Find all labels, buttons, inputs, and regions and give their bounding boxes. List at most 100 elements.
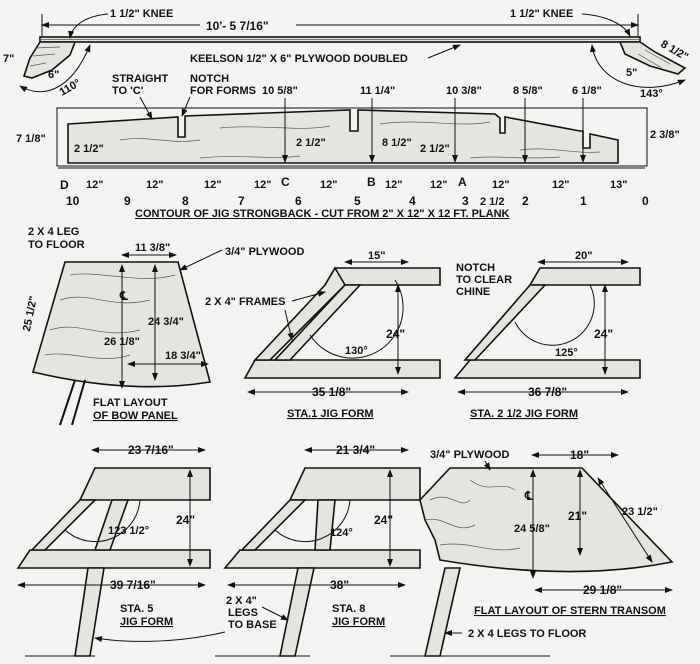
- notch-depth-3: 8 1/2": [382, 137, 412, 149]
- sta5-leg: [74, 567, 105, 657]
- sta8-leg: [279, 567, 315, 657]
- note-notch-2: FOR FORMS: [190, 85, 256, 97]
- spacing: 12": [552, 179, 569, 191]
- station: 5: [354, 194, 361, 208]
- station: 0: [642, 194, 649, 208]
- stern-side: 23 1/2": [622, 506, 658, 518]
- notch-depth-2: 2 1/2": [296, 137, 326, 149]
- station-numbers: 10 9 8 7 6 5 4 3 2 1/2 2 1 0: [66, 194, 649, 208]
- keelson-label: KEELSON 1/2" X 6" PLYWOOD DOUBLED: [190, 53, 408, 65]
- spacing: 12": [204, 179, 221, 191]
- spacing: 12": [385, 179, 402, 191]
- spacing: 12": [146, 179, 163, 191]
- legs-note-3: TO BASE: [228, 619, 277, 631]
- spacing: 12": [86, 179, 103, 191]
- sta2half-bottom: 36 7/8": [528, 385, 567, 399]
- bow-top: 11 3/8": [135, 242, 170, 254]
- stern-bottom: 29 1/8": [583, 583, 622, 597]
- bow-leg: [59, 379, 76, 426]
- right-knee-label: 1 1/2" KNEE: [510, 8, 573, 20]
- spacing: 12": [254, 179, 271, 191]
- note-notch: NOTCH: [190, 73, 229, 85]
- spacing: 12": [430, 179, 447, 191]
- sta5-height: 24": [176, 513, 195, 527]
- sta2half-title: STA. 2 1/2 JIG FORM: [470, 408, 578, 420]
- sta8-bottom-frame: [223, 549, 421, 569]
- sta2half-angle: 125°: [555, 347, 578, 359]
- plank-outline: [56, 107, 648, 167]
- bow-inner: 24 3/4": [148, 316, 184, 328]
- right-height: 2 3/8": [650, 129, 680, 141]
- sta5-title: STA. 5: [120, 603, 153, 615]
- sta8-height: 24": [374, 513, 393, 527]
- sta8-top: 21 3/4": [336, 443, 375, 457]
- spacing: 12": [492, 179, 509, 191]
- bow-title: FLAT LAYOUT: [93, 397, 168, 409]
- letters: D C B A: [60, 175, 467, 192]
- bow-material: 3/4" PLYWOOD: [225, 246, 304, 258]
- stern-top: 18": [570, 448, 589, 462]
- station: 8: [182, 194, 189, 208]
- height-1: 6 1/8": [572, 85, 602, 97]
- sta5-jig-form: 23 7/16" 123 1/2° 24" 39 7/16" STA. 5 JI…: [16, 443, 211, 657]
- station: 10: [66, 194, 80, 208]
- sta1-jig-form: 15" 2 X 4" FRAMES 130° 24" 35 1/8" STA.1…: [205, 250, 441, 420]
- keelson-section: 10'- 5 7/16" 1 1/2" KNEE 1 1/2" KNEE KEE…: [3, 8, 690, 100]
- station: 6: [295, 194, 302, 208]
- letter-d: D: [60, 178, 69, 192]
- left-height: 7 1/8": [16, 133, 46, 145]
- stern-legs-note: 2 X 4 LEGS TO FLOOR: [468, 628, 586, 640]
- sta2half-jig-form: 20" NOTCH TO CLEAR CHINE 125° 24" 36 7/8…: [453, 250, 641, 420]
- notch-depth-4: 2 1/2": [420, 143, 450, 155]
- leg-note: 2 X 4 LEG: [28, 226, 80, 238]
- stern-inner: 21": [568, 509, 587, 523]
- station: 2 1/2: [480, 196, 504, 208]
- station: 3: [462, 194, 469, 208]
- sta8-jig-form: 21 3/4" 124° 24" 38" STA. 8 JIG FORM 2 X…: [94, 443, 421, 657]
- letter-b: B: [367, 175, 376, 189]
- stern-title: FLAT LAYOUT OF STERN TRANSOM: [474, 605, 666, 617]
- sta5-bottom: 39 7/16": [110, 578, 156, 592]
- station: 4: [409, 194, 416, 208]
- bow-center: 26 1/8": [104, 336, 140, 348]
- stern-transom: 3/4" PLYWOOD 18" ℄ 24 5/8" 21" 23 1/2" 2…: [390, 448, 674, 657]
- sta8-bottom: 38": [330, 578, 349, 592]
- stern-centerline: ℄: [524, 489, 533, 503]
- station: 2: [522, 194, 529, 208]
- centerline: ℄: [119, 289, 128, 303]
- keelson-length: 10'- 5 7/16": [206, 19, 269, 33]
- height-c: 10 5/8": [262, 85, 298, 97]
- stern-material: 3/4" PLYWOOD: [430, 449, 509, 461]
- left-knee-height: 7": [3, 53, 14, 65]
- sta5-title-2: JIG FORM: [120, 616, 173, 628]
- notch-note-2: TO CLEAR: [456, 274, 512, 286]
- left-knee-label: 1 1/2" KNEE: [110, 8, 173, 20]
- station: 7: [238, 194, 245, 208]
- notch-depth-1: 2 1/2": [74, 143, 104, 155]
- height-b: 11 1/4": [360, 85, 395, 97]
- strongback-title: CONTOUR OF JIG STRONGBACK - CUT FROM 2" …: [135, 208, 510, 220]
- right-knee-angle: 143°: [640, 88, 663, 100]
- sta1-height: 24": [386, 327, 405, 341]
- sta8-title-2: JIG FORM: [332, 616, 385, 628]
- sta5-top: 23 7/16": [128, 443, 174, 457]
- sta8-angle: 124°: [330, 527, 353, 539]
- bow-title-2: OF BOW PANEL: [93, 410, 178, 422]
- bow-panel: TO FLOOR 3/4" PLYWOOD 11 3/8" 25 1/2" ℄ …: [21, 239, 304, 426]
- spacings: 12" 12" 12" 12" 12" 12" 12" 12" 12" 13": [86, 179, 627, 191]
- height-2: 8 5/8": [513, 85, 543, 97]
- sta5-angle: 123 1/2°: [108, 525, 149, 537]
- sta8-top-frame: [288, 467, 421, 501]
- stern-transom-shape: [419, 467, 674, 573]
- frames-note: 2 X 4" FRAMES: [205, 296, 285, 308]
- sta5-top-frame: [78, 467, 211, 501]
- sta5-bottom-frame: [16, 549, 211, 569]
- spacing: 12": [320, 179, 337, 191]
- stern-leg: [423, 567, 462, 657]
- letter-a: A: [458, 175, 467, 189]
- height-a: 10 3/8": [446, 85, 482, 97]
- sta2half-top: 20": [575, 250, 592, 262]
